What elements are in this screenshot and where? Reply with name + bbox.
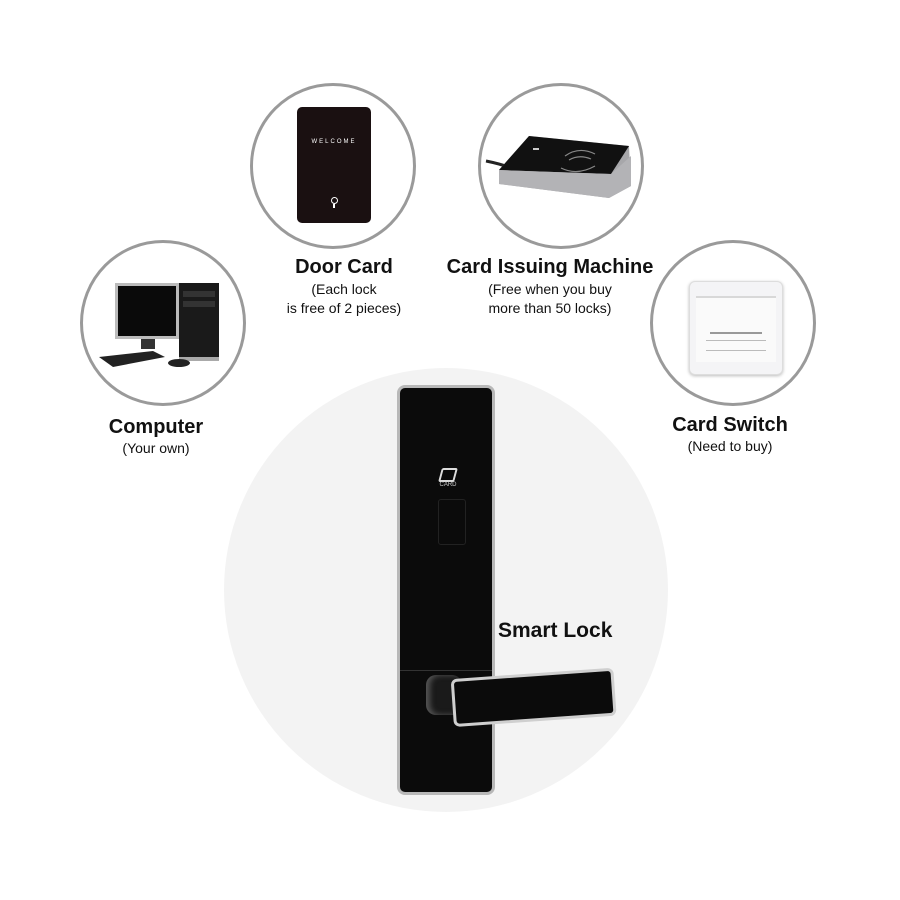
computer-circle bbox=[80, 240, 246, 406]
key-stem bbox=[333, 204, 335, 208]
card-switch-title: Card Switch bbox=[672, 414, 788, 436]
card-switch-image bbox=[689, 281, 783, 375]
card-logo-icon bbox=[438, 468, 458, 482]
computer-subtitle: (Your own) bbox=[122, 440, 190, 456]
card-reader-window bbox=[438, 499, 466, 545]
computer-image bbox=[99, 283, 219, 367]
smart-lock-plate: CARD bbox=[397, 385, 495, 795]
door-card-image: WELCOME bbox=[297, 107, 371, 223]
card-switch-subtitle: (Need to buy) bbox=[687, 438, 773, 454]
card-welcome-text: WELCOME bbox=[311, 139, 357, 145]
card-issuing-machine-subtitle-1: (Free when you buy bbox=[488, 281, 612, 297]
smart-lock-title: Smart Lock bbox=[498, 619, 613, 642]
card-reader-image bbox=[485, 136, 631, 198]
key-icon bbox=[331, 197, 338, 204]
door-card-subtitle-1: (Each lock bbox=[311, 281, 377, 297]
door-card-circle: WELCOME bbox=[250, 83, 416, 249]
card-logo-text: CARD bbox=[439, 482, 457, 488]
handle-divider bbox=[400, 670, 492, 671]
card-issuing-machine-circle bbox=[478, 83, 644, 249]
computer-title: Computer bbox=[108, 416, 204, 438]
card-issuing-machine-title: Card Issuing Machine bbox=[446, 256, 654, 278]
door-card-title: Door Card bbox=[295, 256, 393, 278]
door-card-subtitle-2: is free of 2 pieces) bbox=[286, 300, 402, 316]
card-issuing-machine-subtitle-2: more than 50 locks) bbox=[488, 300, 612, 316]
card-switch-circle bbox=[650, 240, 816, 406]
